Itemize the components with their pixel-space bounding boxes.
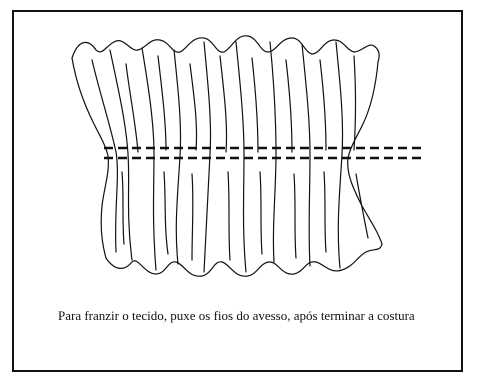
fold-line [252, 58, 258, 152]
fold-line [260, 172, 262, 254]
fold-line [158, 56, 166, 150]
fold-line [356, 174, 368, 238]
fold-line [324, 172, 326, 252]
fold-line [92, 60, 117, 252]
fold-line [122, 172, 124, 244]
fold-line [190, 64, 197, 150]
fabric-right-side [348, 62, 382, 244]
fold-line [192, 174, 193, 260]
figure-frame: Para franzir o tecido, puxe os fios do a… [12, 10, 463, 372]
figure-caption: Para franzir o tecido, puxe os fios do a… [58, 307, 458, 325]
fold-line [336, 42, 343, 268]
fabric-top-edge [72, 36, 379, 62]
fold-line [286, 60, 292, 152]
fold-line [164, 172, 168, 254]
fold-line [228, 172, 230, 260]
fold-line [294, 174, 296, 258]
fold-line [320, 60, 326, 150]
fold-line [302, 44, 310, 266]
fold-line [354, 56, 356, 150]
fold-line [126, 64, 138, 152]
fold-line [270, 42, 276, 262]
fold-line [220, 56, 227, 152]
fabric-left-side [72, 58, 108, 258]
